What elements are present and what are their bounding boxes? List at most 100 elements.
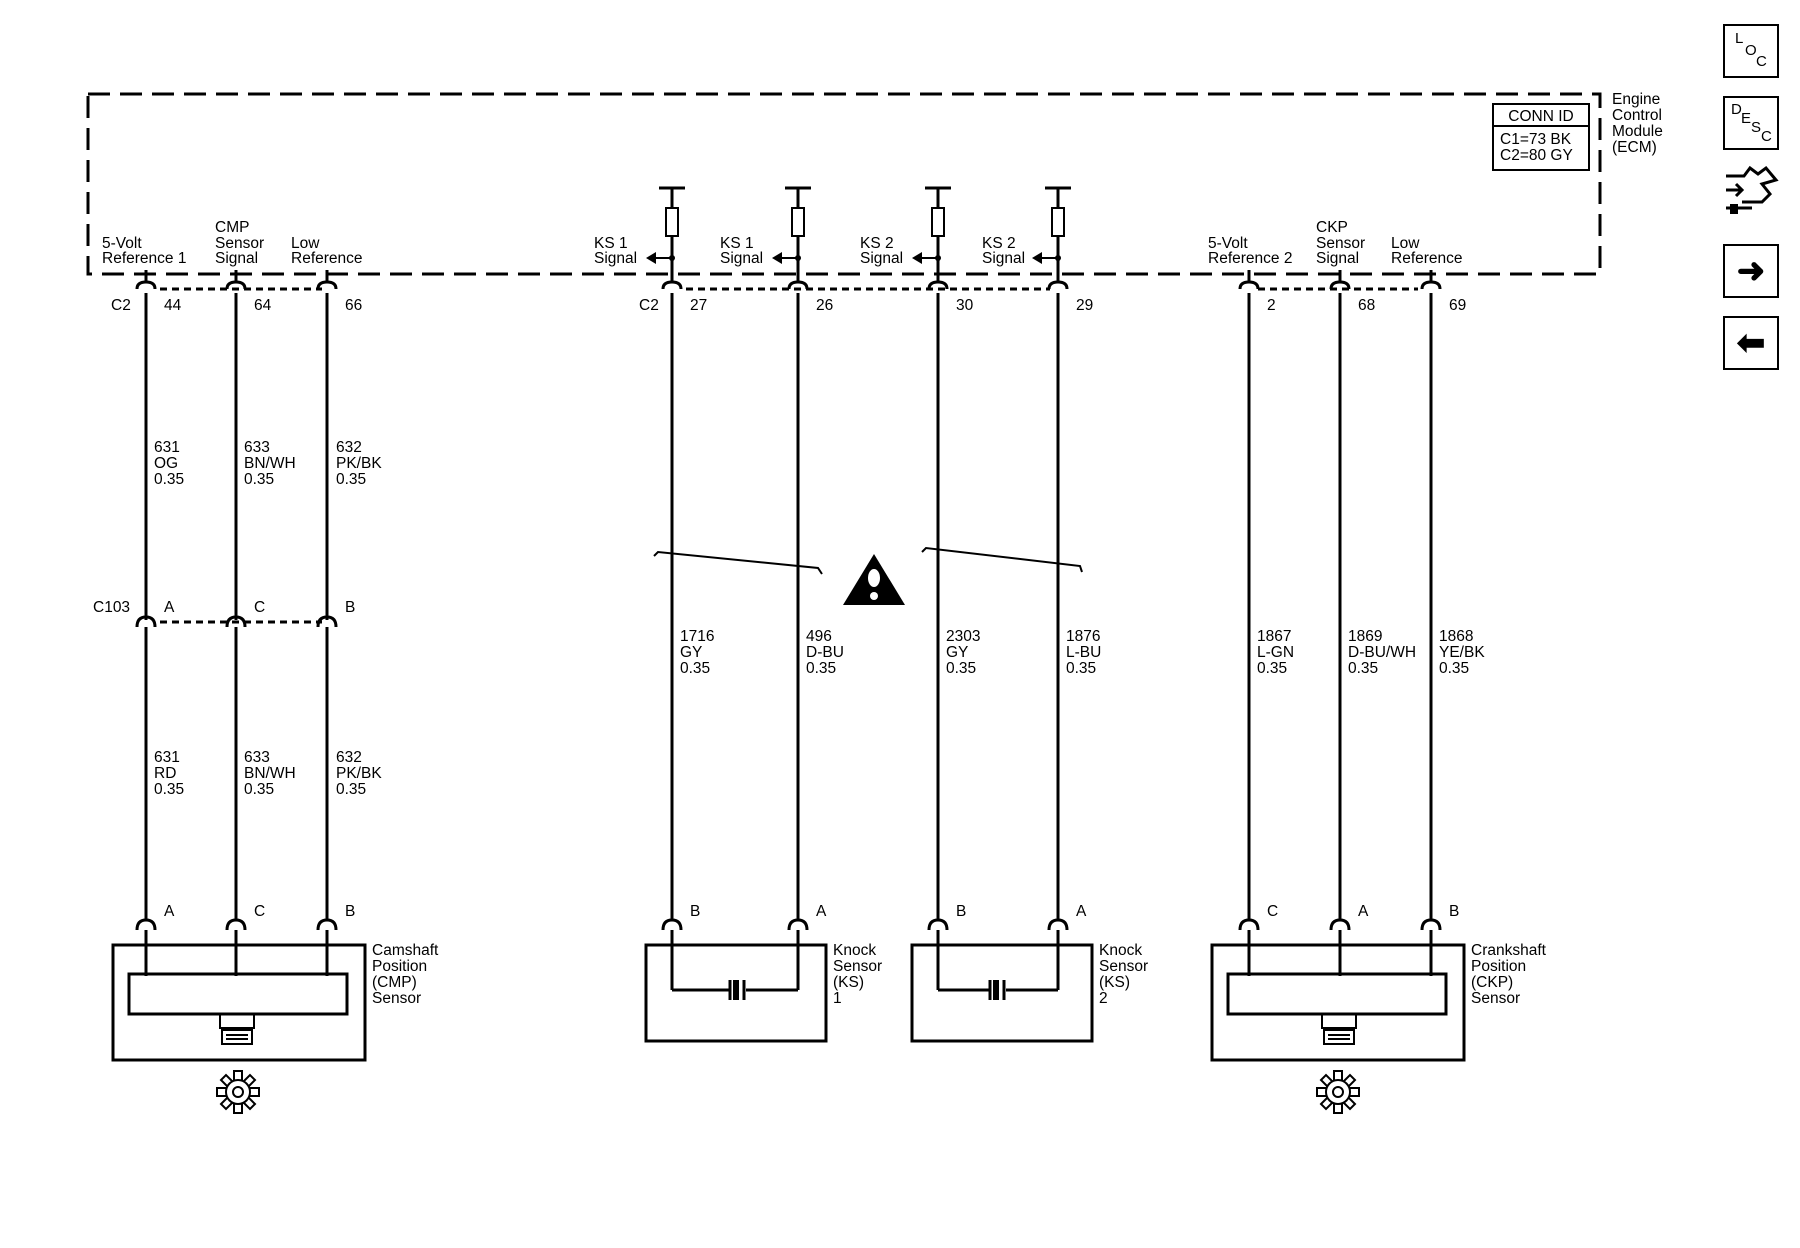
circuit-cmp-low: Low Reference 66 632 PK/BK 0.35 B 632 PK… — [291, 235, 382, 976]
svg-text:A: A — [1358, 903, 1369, 920]
schematic-icon[interactable] — [1726, 165, 1779, 214]
svg-text:496: 496 — [806, 628, 832, 645]
svg-text:KS 2: KS 2 — [982, 235, 1016, 252]
svg-text:64: 64 — [254, 297, 272, 314]
arrow-left-icon: ⬅ — [1736, 324, 1766, 362]
loc-letter: C — [1756, 53, 1767, 70]
svg-text:KS 1: KS 1 — [720, 235, 754, 252]
svg-text:Sensor: Sensor — [1099, 958, 1148, 975]
svg-text:0.35: 0.35 — [336, 471, 366, 488]
svg-text:L-GN: L-GN — [1257, 644, 1294, 661]
svg-text:Sensor: Sensor — [833, 958, 882, 975]
ecm-boundary — [86, 92, 1602, 276]
svg-text:2: 2 — [1267, 297, 1276, 314]
desc-letter: D — [1731, 101, 1742, 118]
svg-text:5-Volt: 5-Volt — [1208, 235, 1248, 252]
svg-text:27: 27 — [690, 297, 707, 314]
svg-text:1867: 1867 — [1257, 628, 1291, 645]
svg-text:1869: 1869 — [1348, 628, 1382, 645]
svg-text:1876: 1876 — [1066, 628, 1100, 645]
svg-text:68: 68 — [1358, 297, 1375, 314]
svg-text:YE/BK: YE/BK — [1439, 644, 1485, 661]
knock-sensor-2: Knock Sensor (KS) 2 — [910, 930, 1148, 1043]
svg-text:633: 633 — [244, 439, 270, 456]
svg-text:1716: 1716 — [680, 628, 714, 645]
svg-text:0.35: 0.35 — [1257, 660, 1287, 677]
twisted-pair-ks1 — [653, 550, 823, 575]
svg-text:RD: RD — [154, 765, 176, 782]
svg-text:(ECM): (ECM) — [1612, 139, 1657, 156]
svg-text:CMP: CMP — [215, 219, 249, 236]
circuit-ks1-b: KS 1 Signal 27 1716 GY 0.35 B — [594, 235, 714, 931]
desc-button[interactable]: D E S C — [1723, 96, 1779, 150]
circuit-ckp-sig: CKP Sensor Signal 68 1869 D-BU/WH 0.35 A — [1316, 219, 1416, 976]
svg-text:C2=80 GY: C2=80 GY — [1500, 147, 1573, 164]
conn-id-box: CONN ID C1=73 BK C2=80 GY — [1492, 103, 1590, 171]
svg-text:BN/WH: BN/WH — [244, 765, 296, 782]
svg-text:Sensor: Sensor — [215, 235, 264, 252]
warning-icon — [843, 554, 905, 605]
svg-text:0.35: 0.35 — [244, 471, 274, 488]
svg-text:Sensor: Sensor — [1316, 235, 1365, 252]
svg-text:D-BU/WH: D-BU/WH — [1348, 644, 1416, 661]
svg-text:0.35: 0.35 — [154, 471, 184, 488]
svg-text:632: 632 — [336, 439, 362, 456]
svg-text:(CMP): (CMP) — [372, 974, 417, 991]
svg-text:C1=73 BK: C1=73 BK — [1500, 131, 1572, 148]
svg-text:(CKP): (CKP) — [1471, 974, 1513, 991]
svg-text:A: A — [1076, 903, 1087, 920]
svg-text:Knock: Knock — [1099, 942, 1142, 959]
svg-text:30: 30 — [956, 297, 974, 314]
arrow-right-icon: ➜ — [1736, 252, 1766, 290]
svg-text:PK/BK: PK/BK — [336, 765, 382, 782]
cmp-sensor: Camshaft Position (CMP) Sensor — [111, 942, 439, 1062]
svg-text:CONN ID: CONN ID — [1508, 108, 1573, 125]
svg-text:Signal: Signal — [1316, 250, 1359, 267]
svg-text:D-BU: D-BU — [806, 644, 844, 661]
svg-text:GY: GY — [946, 644, 968, 661]
svg-text:B: B — [1449, 903, 1459, 920]
svg-text:L-BU: L-BU — [1066, 644, 1101, 661]
loc-button[interactable]: L O C — [1723, 24, 1779, 78]
svg-text:A: A — [164, 599, 175, 616]
svg-text:Position: Position — [1471, 958, 1526, 975]
connector-c103: C103 — [93, 599, 130, 616]
svg-text:69: 69 — [1449, 297, 1466, 314]
circuit-cmp-sig: CMP Sensor Signal 64 633 BN/WH 0.35 C 63… — [215, 219, 296, 976]
svg-text:A: A — [164, 903, 175, 920]
svg-text:C: C — [1267, 903, 1278, 920]
prev-button[interactable]: ⬅ — [1723, 316, 1779, 370]
connector-c2-mid: C2 — [639, 297, 659, 314]
svg-text:B: B — [956, 903, 966, 920]
svg-text:A: A — [816, 903, 827, 920]
desc-letter: C — [1761, 128, 1772, 145]
ks-resistors — [659, 186, 1071, 262]
svg-text:1868: 1868 — [1439, 628, 1473, 645]
svg-text:Engine: Engine — [1612, 91, 1660, 108]
circuit-ckp-ref: 5-Volt Reference 2 2 1867 L-GN 0.35 C — [1208, 235, 1294, 976]
svg-text:Reference: Reference — [1391, 250, 1463, 267]
svg-text:PK/BK: PK/BK — [336, 455, 382, 472]
svg-text:Low: Low — [1391, 235, 1420, 252]
gear-icon — [216, 1070, 260, 1114]
svg-text:Reference 1: Reference 1 — [102, 250, 186, 267]
gear-icon — [1316, 1070, 1360, 1114]
svg-text:Camshaft: Camshaft — [372, 942, 439, 959]
svg-text:(KS): (KS) — [833, 974, 864, 991]
svg-text:0.35: 0.35 — [1348, 660, 1378, 677]
next-button[interactable]: ➜ — [1723, 244, 1779, 298]
circuit-ks2-a: KS 2 Signal 29 1876 L-BU 0.35 A — [982, 235, 1101, 931]
svg-text:Sensor: Sensor — [372, 990, 421, 1007]
desc-letter: S — [1751, 119, 1762, 136]
svg-text:C: C — [254, 903, 265, 920]
svg-text:631: 631 — [154, 439, 180, 456]
svg-text:Signal: Signal — [860, 250, 903, 267]
svg-text:0.35: 0.35 — [154, 781, 184, 798]
svg-text:Control: Control — [1612, 107, 1662, 124]
svg-text:2303: 2303 — [946, 628, 980, 645]
svg-text:B: B — [345, 903, 355, 920]
svg-text:0.35: 0.35 — [336, 781, 366, 798]
svg-text:Reference 2: Reference 2 — [1208, 250, 1292, 267]
svg-text:0.35: 0.35 — [1066, 660, 1096, 677]
